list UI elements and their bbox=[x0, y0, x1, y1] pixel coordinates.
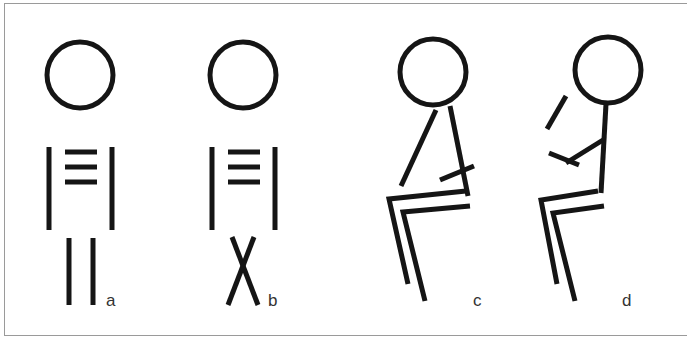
standing-figure bbox=[47, 42, 113, 305]
figure-label: d bbox=[622, 292, 631, 309]
crossed-legs-figure bbox=[210, 42, 276, 305]
sitting-figure-arms-raised bbox=[541, 37, 641, 301]
frame bbox=[5, 4, 687, 336]
figure-label: c bbox=[473, 292, 482, 309]
figure-label: a bbox=[106, 292, 115, 309]
sitting-figure bbox=[389, 39, 474, 301]
figure-label: b bbox=[268, 292, 277, 309]
